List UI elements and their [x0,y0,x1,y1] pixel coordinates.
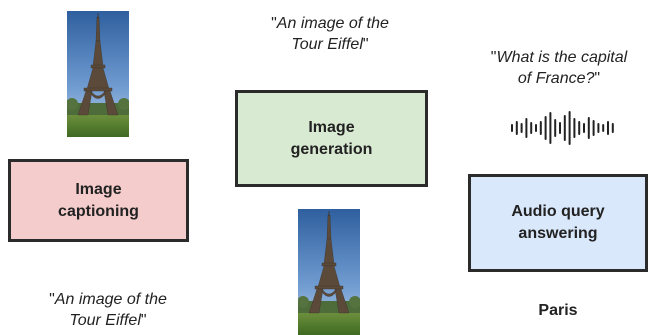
audio-query-prompt: "What is the capital of France?" [490,49,628,87]
caption-output: "An image of the Tour Eiffel" [49,291,167,329]
audio-query-answering-box: Audio query answering [468,174,648,272]
generation-prompt: "An image of the Tour Eiffel" [271,15,389,53]
audio-answer: Paris [538,302,578,319]
image-captioning-line2: captioning [58,202,139,220]
audio-query-line2: answering [518,225,598,242]
eiffel-tower-image-output [298,209,360,335]
image-captioning-box: Image captioning [8,159,189,242]
audio-prompt-line2: of France? [517,70,595,87]
caption-output-line2: Tour Eiffel [69,312,141,329]
image-captioning-line1: Image [75,180,122,198]
audio-prompt-line1: What is the capital [496,49,628,66]
audio-query-line1: Audio query [511,203,605,220]
image-generation-line1: Image [308,118,355,136]
audio-waveform-icon [511,111,614,145]
generation-prompt-line2: Tour Eiffel [291,36,363,53]
eiffel-tower-photo-icon [67,11,129,137]
generation-prompt-line1: An image of the [276,15,389,32]
image-generation-line2: generation [290,140,373,158]
eiffel-tower-image-input [67,11,129,137]
caption-output-line1: An image of the [54,291,167,308]
image-generation-box: Image generation [235,90,428,187]
eiffel-tower-photo-icon [298,209,360,335]
